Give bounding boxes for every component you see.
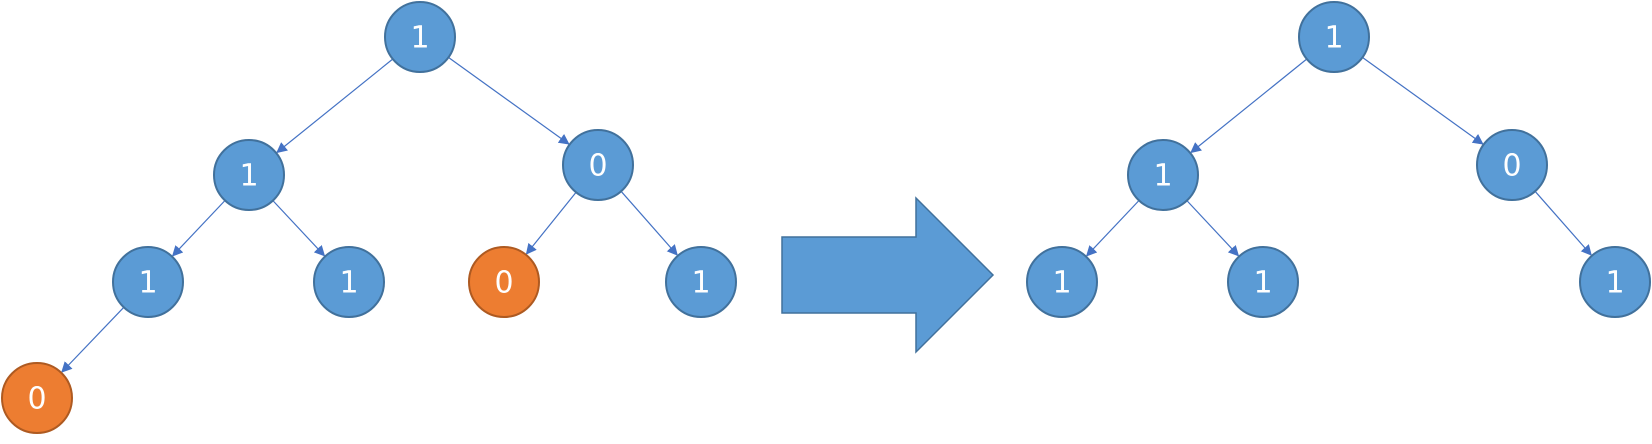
edge-b-l-to-b-lr (272, 200, 326, 257)
node-label: 1 (339, 266, 358, 301)
tree-node-b-r: 0 (562, 129, 634, 201)
tree-node-b-rr: 1 (665, 246, 737, 318)
tree-node-a-r: 0 (1476, 129, 1548, 201)
nodes-before: 1 1 0 1 1 0 1 0 (1, 1, 737, 434)
node-circle (468, 246, 540, 318)
node-circle (562, 129, 634, 201)
tree-node-b-l: 1 (213, 139, 285, 211)
edge-b-r-to-b-rr (620, 190, 678, 256)
node-label: 1 (138, 266, 157, 301)
node-label: 0 (1502, 149, 1521, 184)
node-circle (313, 246, 385, 318)
tree-node-b-root: 1 (384, 1, 456, 73)
edges-before (61, 56, 678, 373)
node-label: 1 (1052, 266, 1071, 301)
node-circle (1026, 246, 1098, 318)
tree-node-b-lll: 0 (1, 362, 73, 434)
node-label: 1 (239, 159, 258, 194)
tree-after: 1 1 0 1 1 1 (1026, 1, 1651, 318)
tree-node-b-lr: 1 (313, 246, 385, 318)
edge-b-root-to-b-l (276, 58, 394, 154)
node-label: 0 (494, 266, 513, 301)
edge-a-l-to-a-ll (1085, 200, 1140, 257)
tree-node-b-rl: 0 (468, 246, 540, 318)
tree-node-a-rr: 1 (1579, 246, 1651, 318)
edges-after (1085, 56, 1592, 257)
node-circle (384, 1, 456, 73)
tree-node-b-ll: 1 (112, 246, 184, 318)
transform-arrow (781, 196, 995, 354)
node-circle (213, 139, 285, 211)
node-label: 1 (1324, 21, 1343, 56)
edge-a-r-to-a-rr (1534, 190, 1592, 256)
edge-a-root-to-a-l (1190, 58, 1308, 154)
node-label: 1 (1253, 266, 1272, 301)
node-circle (1127, 139, 1199, 211)
node-circle (1476, 129, 1548, 201)
node-circle (1, 362, 73, 434)
edge-b-l-to-b-ll (171, 200, 226, 257)
node-label: 1 (1153, 159, 1172, 194)
node-circle (112, 246, 184, 318)
edge-a-root-to-a-r (1362, 56, 1484, 145)
edge-b-root-to-b-r (448, 56, 570, 145)
node-label: 1 (410, 21, 429, 56)
edge-b-ll-to-b-lll (61, 306, 125, 373)
node-circle (1298, 1, 1370, 73)
node-circle (1579, 246, 1651, 318)
node-label: 0 (588, 149, 607, 184)
edge-a-l-to-a-lr (1186, 200, 1240, 257)
node-circle (1227, 246, 1299, 318)
tree-before: 1 1 0 1 1 0 1 0 (1, 1, 737, 434)
tree-node-a-l: 1 (1127, 139, 1199, 211)
node-label: 1 (1605, 266, 1624, 301)
edge-b-r-to-b-rl (525, 191, 577, 255)
nodes-after: 1 1 0 1 1 1 (1026, 1, 1651, 318)
node-label: 1 (691, 266, 710, 301)
node-label: 0 (27, 382, 46, 417)
tree-node-a-ll: 1 (1026, 246, 1098, 318)
tree-node-a-lr: 1 (1227, 246, 1299, 318)
tree-node-a-root: 1 (1298, 1, 1370, 73)
node-circle (665, 246, 737, 318)
